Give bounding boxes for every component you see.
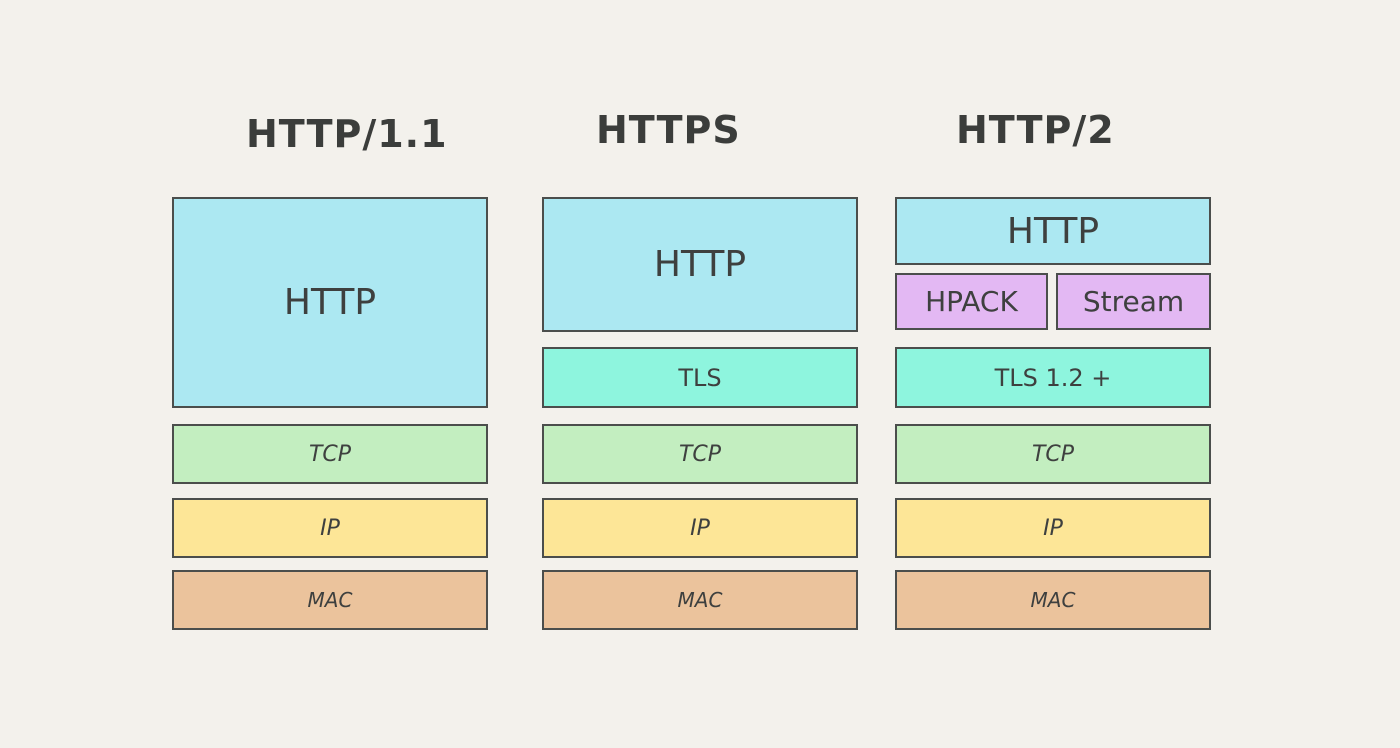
http11-http-layer: HTTP bbox=[172, 197, 488, 408]
http2-http-layer: HTTP bbox=[895, 197, 1211, 265]
http2-hpack-layer: HPACK bbox=[895, 273, 1048, 330]
https-tcp-layer: TCP bbox=[542, 424, 858, 484]
https-http-layer: HTTP bbox=[542, 197, 858, 332]
http11-mac-layer: MAC bbox=[172, 570, 488, 630]
column-title-http11: HTTP/1.1 bbox=[246, 112, 448, 156]
column-title-https: HTTPS bbox=[596, 108, 741, 152]
http2-tls-layer: TLS 1.2 + bbox=[895, 347, 1211, 408]
https-ip-layer: IP bbox=[542, 498, 858, 558]
https-tls-layer: TLS bbox=[542, 347, 858, 408]
http2-stream-layer: Stream bbox=[1056, 273, 1211, 330]
https-mac-layer: MAC bbox=[542, 570, 858, 630]
http2-tcp-layer: TCP bbox=[895, 424, 1211, 484]
http11-tcp-layer: TCP bbox=[172, 424, 488, 484]
http2-mac-layer: MAC bbox=[895, 570, 1211, 630]
http2-ip-layer: IP bbox=[895, 498, 1211, 558]
column-title-http2: HTTP/2 bbox=[956, 108, 1115, 152]
http11-ip-layer: IP bbox=[172, 498, 488, 558]
